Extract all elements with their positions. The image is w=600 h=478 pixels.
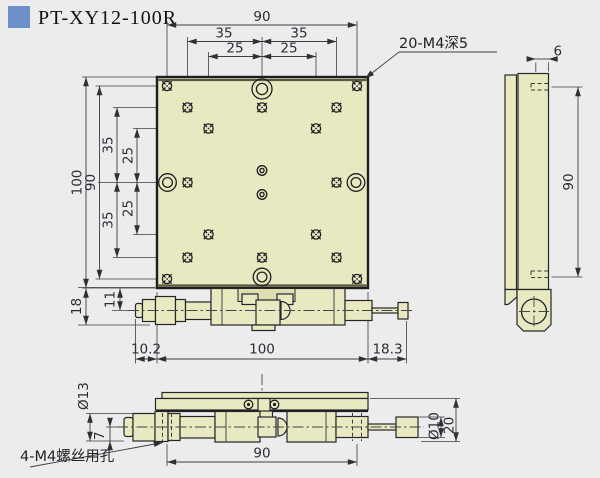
page-title: PT-XY12-100R xyxy=(38,7,177,29)
thread-note-label: 20-M4深5 xyxy=(399,35,468,52)
top-view-dimensions: 90 35 35 25 25 100 90 35 35 25 25 xyxy=(70,9,357,288)
front-view-dimensions: 18 11 10.2 100 18.3 xyxy=(69,288,407,362)
side-right-slab xyxy=(517,72,550,291)
dim-left-25-top: 25 xyxy=(121,147,137,164)
bottom-back-edge xyxy=(161,391,369,400)
side-view: 6 90 xyxy=(504,44,583,332)
side-micrometer-bracket xyxy=(504,288,552,332)
dim-top-width-90: 90 xyxy=(253,9,270,25)
dim-front-11: 11 xyxy=(103,291,119,308)
dim-bottom-d10: Ø10 xyxy=(427,412,443,440)
dim-side-6: 6 xyxy=(554,44,563,60)
dim-bottom-90: 90 xyxy=(253,446,270,462)
dim-front-18: 18 xyxy=(69,298,85,315)
dim-bottom-7: 7 xyxy=(92,431,108,440)
mount-note: 4-M4螺丝用孔 xyxy=(20,441,164,468)
dim-left-25-bottom: 25 xyxy=(121,200,137,217)
dim-top-25-right: 25 xyxy=(280,41,297,57)
side-hidden-holes xyxy=(530,83,548,278)
dim-front-18-3: 18.3 xyxy=(372,342,402,358)
dim-side-90: 90 xyxy=(561,173,577,190)
bottom-view: Ø13 7 90 Ø10 20 xyxy=(76,374,460,466)
title-block: PT-XY12-100R xyxy=(8,6,177,29)
dim-top-25-left: 25 xyxy=(226,41,243,57)
dim-front-100: 100 xyxy=(249,342,275,358)
dim-bottom-20: 20 xyxy=(442,417,458,434)
thread-note: 20-M4深5 xyxy=(364,35,497,79)
dim-front-10-2: 10.2 xyxy=(131,342,161,358)
bottom-view-dimensions: Ø13 7 90 Ø10 20 xyxy=(76,382,460,466)
accent-square-icon xyxy=(8,6,30,28)
dim-left-height-100: 100 xyxy=(70,170,86,196)
side-view-dimensions: 6 90 xyxy=(526,44,583,278)
dim-left-35-bottom: 35 xyxy=(101,211,117,228)
dim-left-height-90: 90 xyxy=(83,174,99,191)
dim-top-35-left: 35 xyxy=(215,26,232,42)
mount-note-label: 4-M4螺丝用孔 xyxy=(20,448,115,465)
dim-top-35-right: 35 xyxy=(290,26,307,42)
y-axis-assembly xyxy=(117,410,424,443)
dim-bottom-d13: Ø13 xyxy=(76,382,92,410)
side-left-slab xyxy=(504,74,518,291)
front-view: 18 11 10.2 100 18.3 xyxy=(69,287,414,364)
dim-left-35-top: 35 xyxy=(101,136,117,153)
top-view: 90 35 35 25 25 100 90 35 35 25 25 xyxy=(70,9,370,290)
